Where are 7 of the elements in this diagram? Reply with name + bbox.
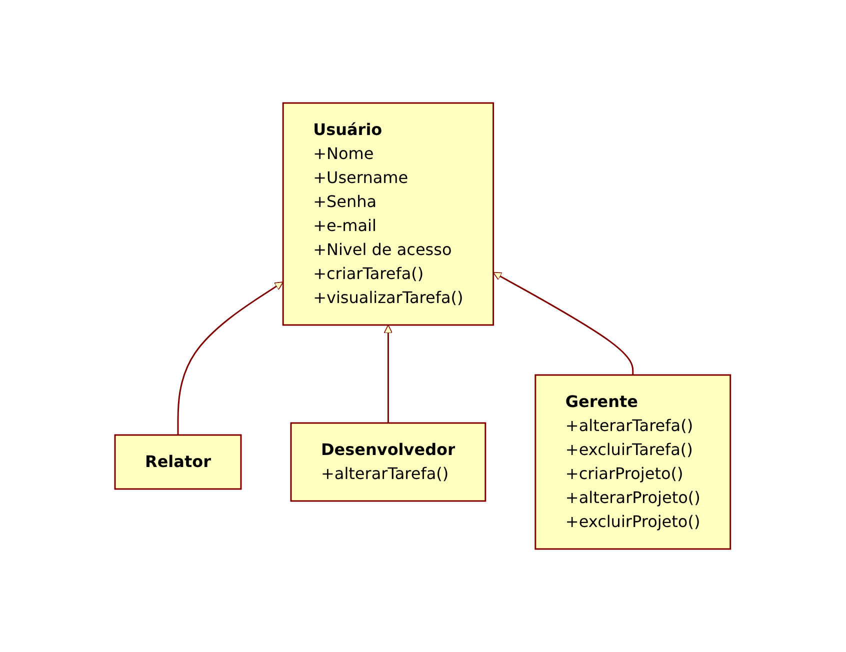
node-box: Gerente +alterarTarefa() +excluirTarefa() +criarProjeto() +alterarProjeto() +excluirProjeto() — [534, 374, 732, 550]
arrow — [178, 282, 284, 435]
arrow — [493, 272, 634, 375]
arrow — [384, 324, 393, 423]
node-box: Relator — [114, 434, 242, 490]
node-box: Usuário +Nome +Username +Senha +e-mail +Nivel de acesso +criarTarefa() +visualizarTarefa() — [282, 102, 494, 326]
node-box: Desenvolvedor +alterarTarefa() — [290, 422, 486, 502]
